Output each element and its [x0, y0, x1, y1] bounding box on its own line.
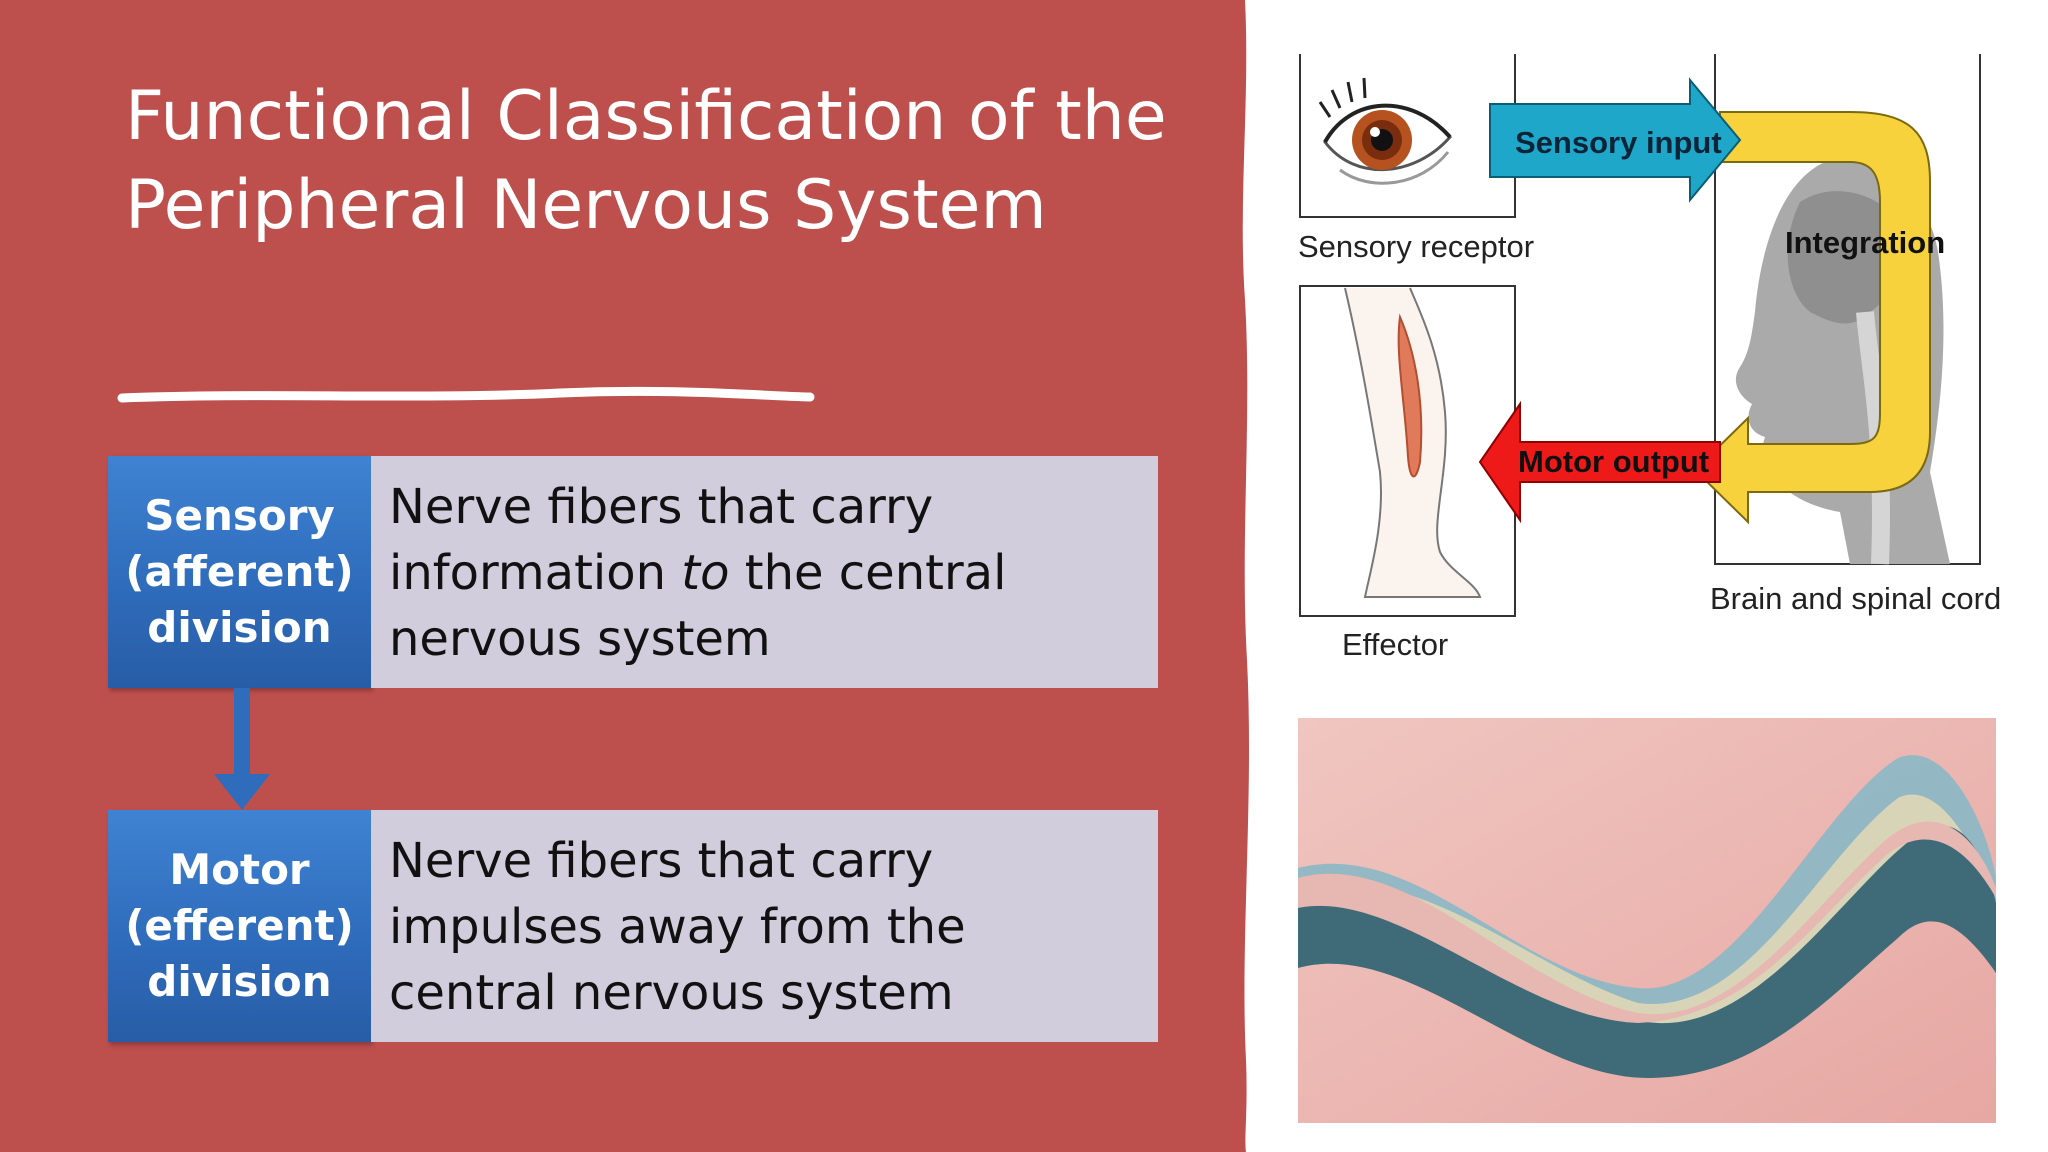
- abstract-ribbon-waves-image: [1298, 718, 1996, 1123]
- eye-icon: [1318, 77, 1453, 185]
- integration-label: Integration: [1785, 225, 1945, 260]
- sensory-description: Nerve fibers that carry information to t…: [371, 456, 1158, 688]
- motor-desc-line-2: impulses away from the: [389, 899, 966, 955]
- title-line-1: Functional Classification of the: [125, 77, 1167, 156]
- title-underline: [117, 386, 815, 403]
- effector-label: Effector: [1342, 627, 1448, 662]
- sensory-division-label: Sensory (afferent) division: [108, 456, 371, 688]
- sensory-input-label: Sensory input: [1515, 125, 1722, 160]
- sensory-receptor-panel: [1299, 54, 1516, 218]
- motor-division-label: Motor (efferent) division: [108, 810, 371, 1042]
- sensory-desc-text: information: [389, 545, 682, 601]
- sensory-desc-emphasis: to: [681, 545, 730, 601]
- motor-desc-line-1: Nerve fibers that carry: [389, 833, 934, 889]
- sensory-desc-line-3: nervous system: [389, 611, 771, 667]
- sensory-desc-text-end: the central: [729, 545, 1007, 601]
- sensory-label-line-2: (afferent): [125, 547, 354, 596]
- sensory-input-arrow: [1489, 77, 1742, 203]
- sensory-desc-line-2: information to the central: [389, 540, 1158, 606]
- motor-label-line-2: (efferent): [125, 901, 354, 950]
- effector-panel: [1299, 285, 1516, 617]
- sensory-desc-line-1: Nerve fibers that carry: [389, 479, 934, 535]
- motor-desc-line-3: central nervous system: [389, 965, 954, 1021]
- sensory-label-line-3: division: [147, 603, 332, 652]
- connector-arrow-icon: [214, 688, 270, 810]
- nervous-system-diagram: Sensory receptor Effector Brain and spin…: [1298, 54, 2001, 662]
- motor-label-line-3: division: [147, 957, 332, 1006]
- sensory-receptor-label: Sensory receptor: [1298, 229, 1534, 264]
- motor-label-line-1: Motor: [169, 845, 310, 894]
- motor-output-label: Motor output: [1518, 444, 1709, 479]
- page-title: Functional Classification of the Periphe…: [125, 72, 1205, 250]
- title-line-2: Peripheral Nervous System: [125, 166, 1047, 245]
- motor-description: Nerve fibers that carry impulses away fr…: [371, 810, 1158, 1042]
- motor-output-arrow: [1478, 400, 1721, 524]
- sensory-label-line-1: Sensory: [144, 491, 335, 540]
- brain-spinal-label: Brain and spinal cord: [1710, 581, 2001, 616]
- leg-icon: [1344, 287, 1482, 598]
